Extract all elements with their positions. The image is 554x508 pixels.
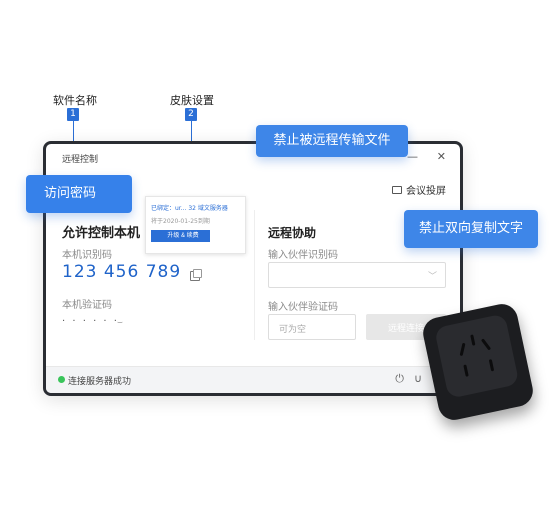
local-code-label: 本机验证码 xyxy=(62,300,112,311)
chevron-down-icon: ﹀ xyxy=(427,272,437,282)
local-id-value: 123 456 789 xyxy=(62,262,182,282)
plug-slot xyxy=(459,342,466,357)
partner-id-select[interactable]: ﹀ xyxy=(268,262,446,288)
annotation-software-name: 软件名称 xyxy=(53,94,97,107)
hidden-eye-icon[interactable]: ⌣ xyxy=(117,318,123,328)
plug-slot xyxy=(463,364,469,377)
upgrade-renew-button[interactable]: 升级 & 续费 xyxy=(151,230,210,242)
popover-bound-server: 已绑定：ur... 32 域文服务器 xyxy=(151,205,228,212)
status-ok-icon xyxy=(58,376,65,383)
copy-icon[interactable] xyxy=(190,269,202,281)
annotation-number-1: 1 xyxy=(67,108,79,121)
plug-slot xyxy=(488,359,495,372)
remote-assist-title: 远程协助 xyxy=(268,226,317,240)
power-icon[interactable]: ⏻ xyxy=(395,372,404,385)
partner-code-label: 输入伙伴验证码 xyxy=(268,302,338,313)
status-text: 连接服务器成功 xyxy=(68,377,132,387)
local-code-value: · · · · · · xyxy=(62,316,119,327)
callout-block-file-transfer: 禁止被远程传输文件 xyxy=(256,125,408,157)
callout-block-copy-text: 禁止双向复制文字 xyxy=(404,210,538,248)
usb-icon[interactable]: ∪ xyxy=(413,372,422,385)
allow-control-title: 允许控制本机 xyxy=(62,226,141,241)
annotation-line-1 xyxy=(73,121,74,143)
minimize-button[interactable]: — xyxy=(407,150,418,163)
callout-access-password: 访问密码 xyxy=(26,175,132,213)
plug-slot xyxy=(470,334,476,346)
window-title: 远程控制 xyxy=(62,155,99,165)
plug-slot xyxy=(480,338,492,351)
partner-id-label: 输入伙伴识别码 xyxy=(268,250,338,261)
partner-code-input[interactable]: 可为空 xyxy=(268,314,356,340)
column-divider xyxy=(254,210,255,340)
meeting-cast-label: 会议投屏 xyxy=(406,186,446,197)
annotation-number-2: 2 xyxy=(185,108,197,121)
popover-expiry: 将于2020-01-25到期 xyxy=(151,218,210,225)
monitor-icon xyxy=(392,185,402,194)
status-bar: 连接服务器成功 ⏻ ∪ xyxy=(46,366,460,393)
skin-popover: 已绑定：ur... 32 域文服务器 将于2020-01-25到期 升级 & 续… xyxy=(145,196,246,254)
meeting-cast-button[interactable]: 会议投屏 xyxy=(392,182,446,197)
plug-socket-face xyxy=(434,313,520,399)
annotation-skin-settings: 皮肤设置 xyxy=(170,94,214,107)
local-id-label: 本机识别码 xyxy=(62,250,112,261)
smart-plug-image xyxy=(420,301,536,423)
close-button[interactable]: ✕ xyxy=(436,150,446,163)
